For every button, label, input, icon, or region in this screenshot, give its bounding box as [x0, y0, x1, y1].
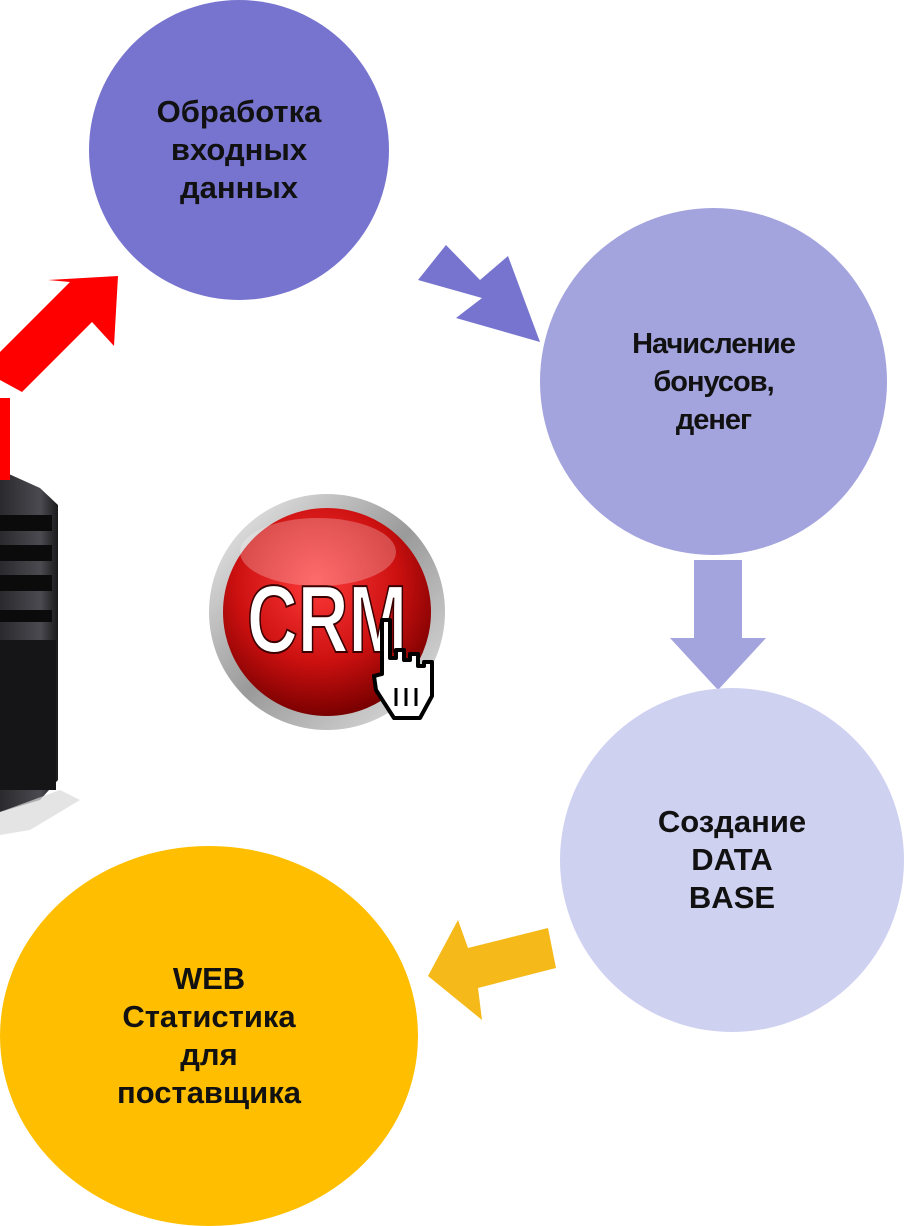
node-web-label: WEB Статистика для поставщика	[117, 961, 301, 1110]
node-input-processing: Обработка входных данных	[89, 0, 389, 300]
hand-cursor-icon	[372, 618, 434, 720]
node-database-creation: Создание DATA BASE	[560, 688, 904, 1032]
red-arrow	[0, 276, 118, 392]
node-database-label: Создание DATA BASE	[657, 804, 807, 915]
node-bonus-calculation: Начисление бонусов, денег	[540, 208, 887, 555]
yellow-arrow	[428, 920, 556, 1020]
red-connector-line	[0, 398, 10, 480]
node-web-statistics: WEB Статистика для поставщика	[0, 846, 418, 1226]
node-input-label: Обработка входных данных	[156, 94, 322, 205]
purple-arrow	[418, 245, 540, 342]
node-bonus-label: Начисление бонусов, денег	[632, 327, 796, 436]
lavender-arrow	[670, 560, 766, 690]
